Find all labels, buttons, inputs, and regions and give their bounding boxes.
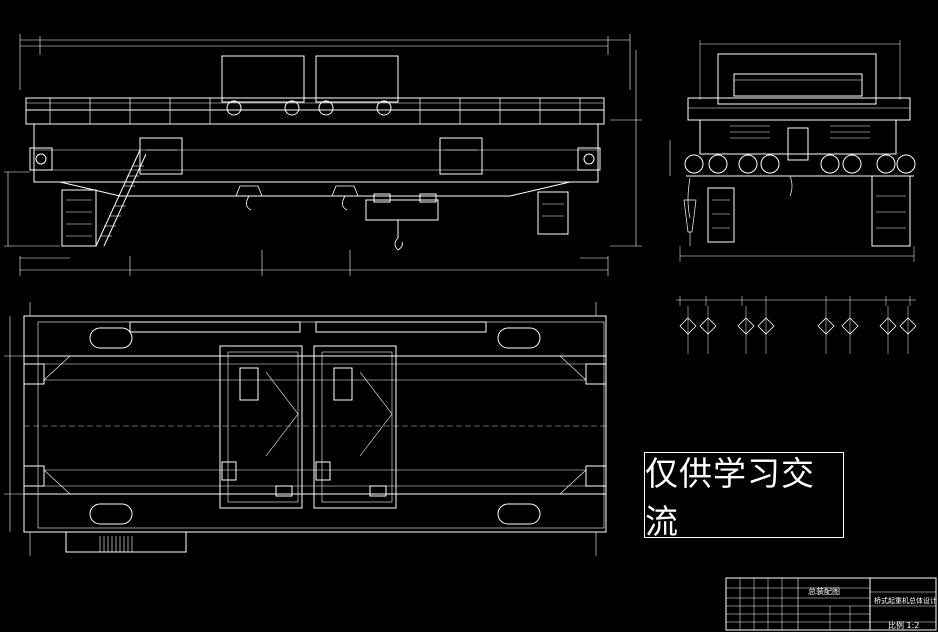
side-elevation-view	[669, 40, 916, 262]
project-title: 桥式起重机总体设计	[874, 597, 937, 605]
plan-view	[4, 302, 607, 556]
title-block	[725, 577, 937, 631]
watermark-box: 仅供学习交流	[644, 452, 844, 541]
drawing-title: 总装配图	[808, 587, 840, 596]
scale-label: 比例 1:2	[888, 621, 920, 630]
watermark-text: 仅供学习交流	[645, 454, 815, 541]
front-elevation-view	[4, 34, 642, 276]
wheel-load-diagram	[676, 296, 917, 354]
